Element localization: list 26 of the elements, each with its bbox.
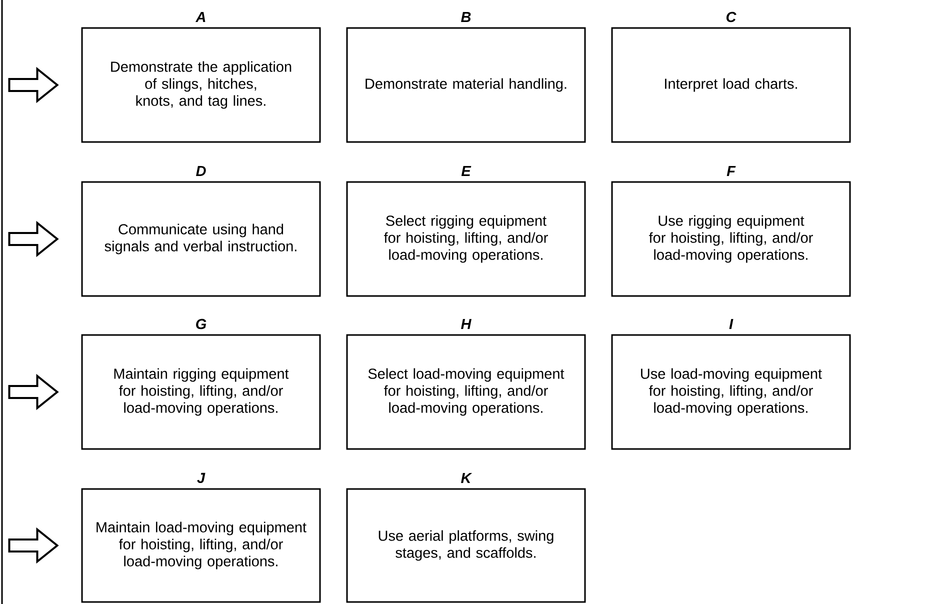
block-arrow — [8, 66, 59, 104]
step-letter: A — [195, 12, 206, 22]
step-box: Demonstrate material handling. — [346, 27, 586, 143]
step-letter: I — [729, 319, 734, 329]
step-letter: F — [726, 166, 736, 176]
step-box: Interpret load charts. — [611, 27, 851, 143]
step-letter: K — [461, 473, 472, 483]
step-letter: J — [197, 472, 206, 484]
step-box: Communicate using hand signals and verbal instruction. — [81, 181, 321, 297]
step-letter: D — [196, 166, 206, 176]
block-arrow — [8, 220, 59, 258]
step-box: Maintain rigging equipment for hoisting, lifting, and/or load-moving operations. — [81, 334, 321, 450]
step-letter: C — [726, 12, 736, 22]
step-letter: G — [196, 318, 206, 330]
block-arrow — [8, 527, 59, 564]
step-box: Use load-moving equipment for hoisting, lifting, and/or load-moving operations. — [611, 334, 851, 450]
step-letter: H — [461, 319, 472, 329]
step-box: Demonstrate the application of slings, hitches, knots, and tag lines. — [81, 27, 321, 143]
step-box: Maintain load-moving equipment for hoisting, lifting, and/or load-moving operations. — [81, 488, 321, 603]
step-box: Use rigging equipment for hoisting, lifting, and/or load-moving operations. — [611, 181, 851, 297]
step-box: Select load-moving equipment for hoisting, lifting, and/or load-moving operations. — [346, 334, 586, 450]
step-box: Select rigging equipment for hoisting, lifting, and/or load-moving operations. — [346, 181, 586, 297]
step-box: Use aerial platforms, swing stages, and scaffolds. — [346, 488, 586, 603]
block-arrow — [8, 374, 59, 410]
step-letter: E — [461, 166, 472, 176]
step-letter: B — [461, 12, 471, 22]
